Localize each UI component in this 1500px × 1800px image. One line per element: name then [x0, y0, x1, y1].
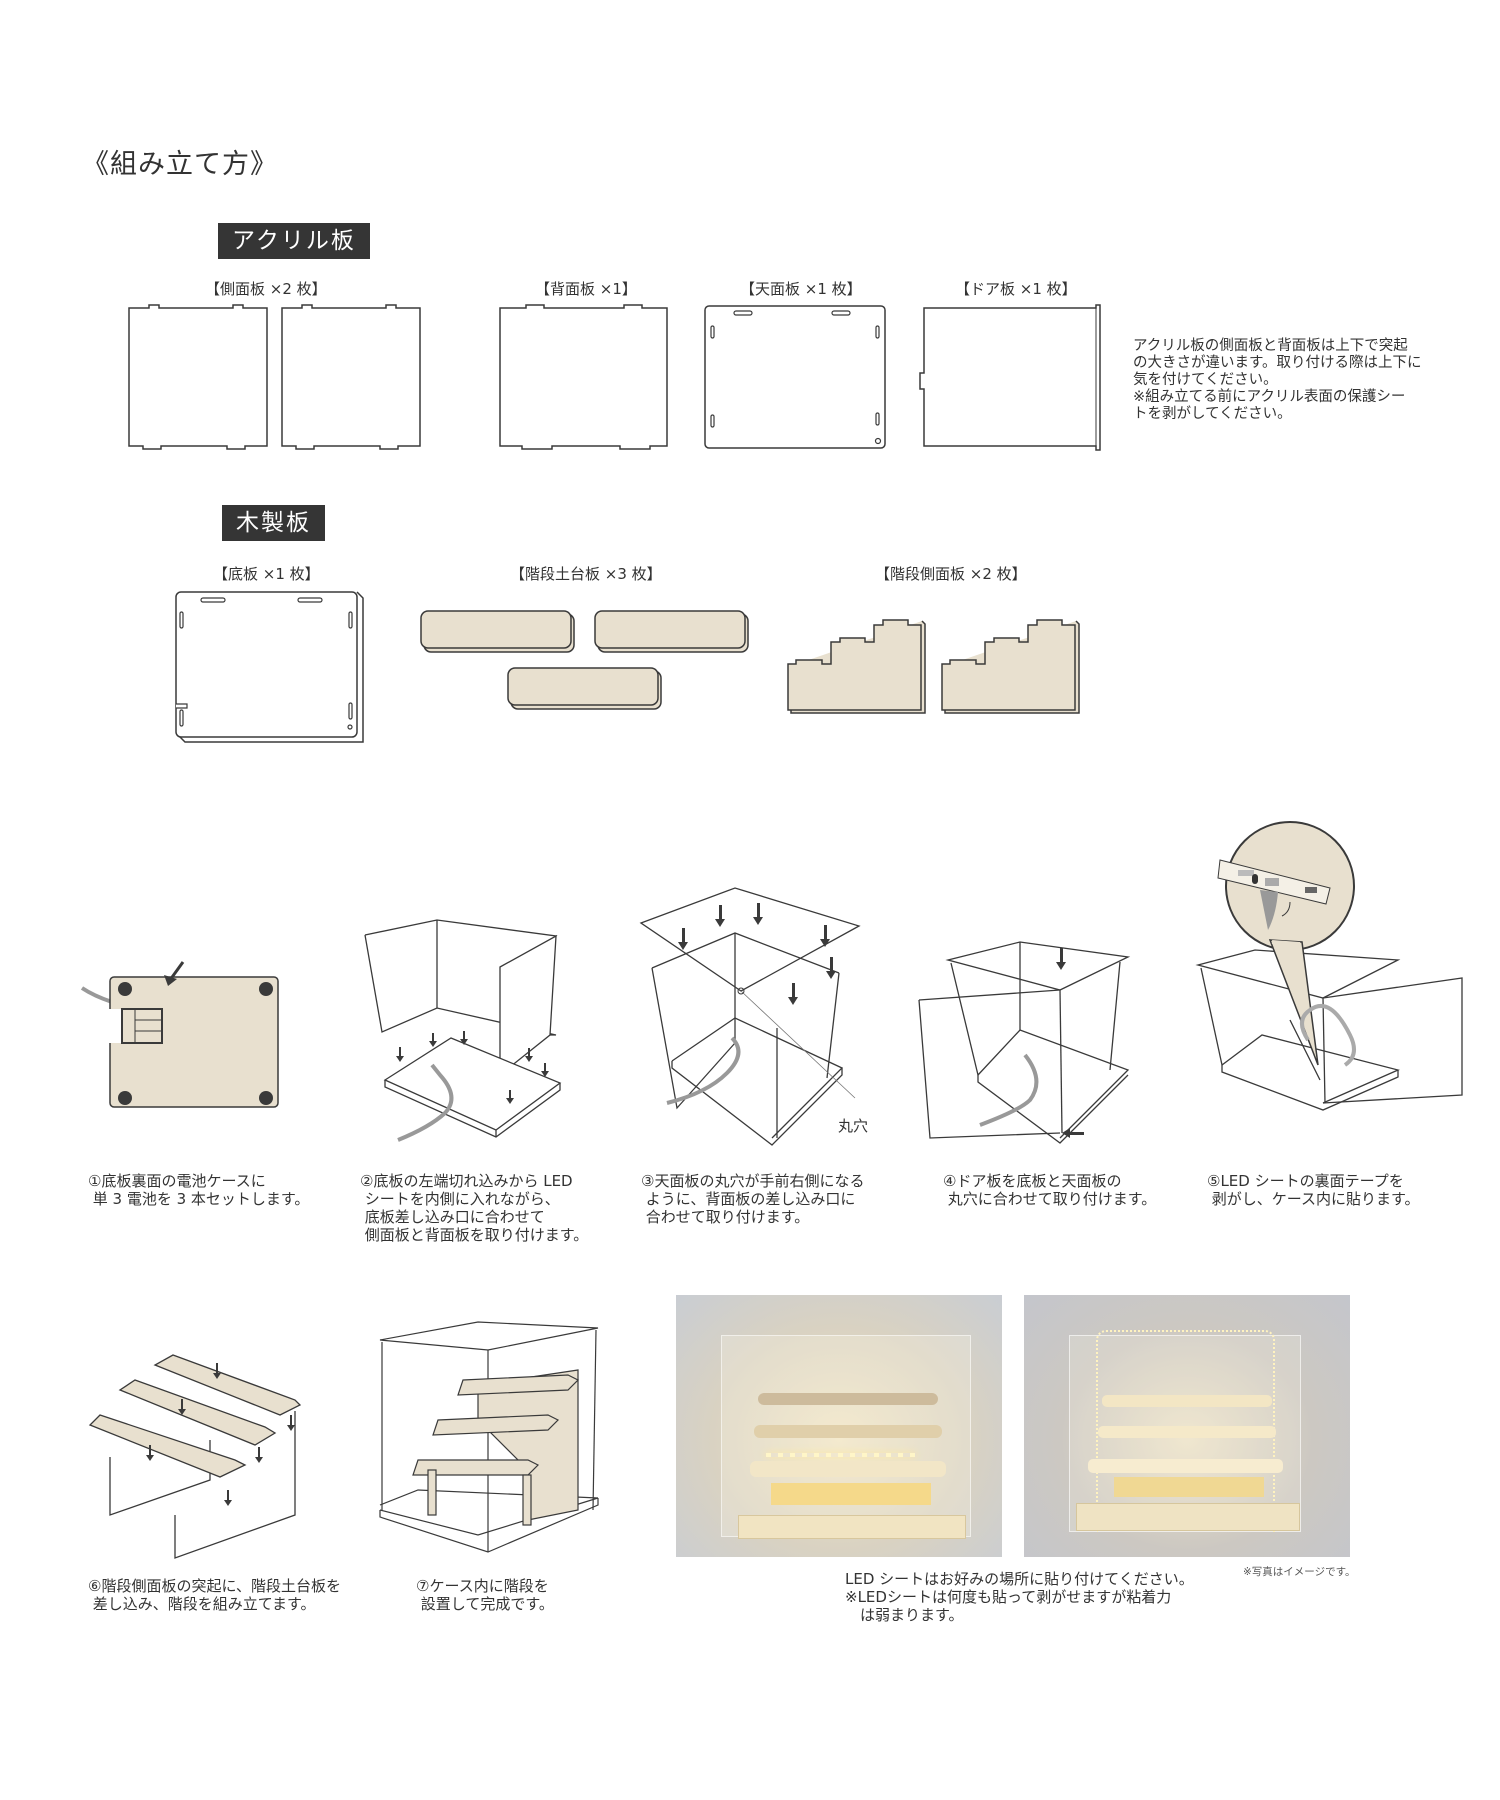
- photo-image-note: ※写真はイメージです。: [1243, 1566, 1356, 1578]
- step1-battery-case-illustration: [80, 961, 279, 1108]
- part-label-top-panel: 【天面板 ×1 枚】: [740, 280, 862, 298]
- stair-side-illustration-2: [941, 619, 1080, 714]
- acrylic-note-line: ※組み立てる前にアクリル表面の保護シー: [1133, 389, 1406, 405]
- acrylic-note-line: アクリル板の側面板と背面板は上下で突起: [1133, 338, 1408, 354]
- side-panel-illustration-1: [128, 304, 268, 450]
- side-panel-illustration-2: [281, 304, 421, 450]
- photo-led-case-2: [1024, 1295, 1350, 1557]
- step-2-text: ②底板の左端切れ込みから LED シートを内側に入れながら、 底板差し込み口に合…: [360, 1172, 588, 1244]
- photo-caption-line: LED シートはお好みの場所に貼り付けてください。: [845, 1570, 1194, 1588]
- wood-section-tag: 木製板: [222, 505, 325, 541]
- bottom-board-illustration: [175, 591, 364, 743]
- part-label-stair-side: 【階段側面板 ×2 枚】: [875, 565, 1027, 583]
- acrylic-note-line: トを剥がしてください。: [1133, 406, 1292, 422]
- photo-caption-line: ※LEDシートは何度も貼って剥がせますが粘着力: [845, 1588, 1172, 1606]
- acrylic-note: アクリル板の側面板と背面板は上下で突起 の大きさが違います。取り付ける際は上下に…: [1133, 338, 1463, 423]
- step-3-description: 天面板の丸穴が手前右側になる ように、背面板の差し込み口に 合わせて取り付けます…: [645, 1172, 865, 1226]
- step-7-number: ⑦: [416, 1577, 430, 1595]
- part-label-side-panel: 【側面板 ×2 枚】: [205, 280, 327, 298]
- door-panel-illustration: [919, 304, 1101, 451]
- step-1-text: ①底板裏面の電池ケースに 単 3 電池を 3 本セットします。: [88, 1172, 309, 1208]
- acrylic-section-tag: アクリル板: [218, 223, 370, 259]
- step-2-description: 底板の左端切れ込みから LED シートを内側に入れながら、 底板差し込み口に合わ…: [364, 1172, 589, 1244]
- step-7-description: ケース内に階段を 設置して完成です。: [420, 1577, 554, 1613]
- part-label-bottom-board: 【底板 ×1 枚】: [213, 565, 320, 583]
- top-panel-illustration: [704, 305, 886, 449]
- step-4-description: ドア板を底板と天面板の 丸穴に合わせて取り付けます。: [947, 1172, 1157, 1208]
- step-5-description: LED シートの裏面テープを 剥がし、ケース内に貼ります。: [1211, 1172, 1420, 1208]
- step-4-text: ④ドア板を底板と天面板の 丸穴に合わせて取り付けます。: [943, 1172, 1156, 1208]
- step2-side-back-panels-illustration: [364, 919, 562, 1142]
- step-1-description: 底板裏面の電池ケースに 単 3 電池を 3 本セットします。: [92, 1172, 310, 1208]
- step-1-number: ①: [88, 1172, 102, 1190]
- step-7-text: ⑦ケース内に階段を 設置して完成です。: [416, 1577, 554, 1613]
- step-5-text: ⑤LED シートの裏面テープを 剥がし、ケース内に貼ります。: [1207, 1172, 1420, 1208]
- step-6-text: ⑥階段側面板の突起に、階段土台板を 差し込み、階段を組み立てます。: [88, 1577, 341, 1613]
- step-6-number: ⑥: [88, 1577, 102, 1595]
- photo-caption-line: は弱まります。: [845, 1606, 964, 1624]
- page-title: 《組み立て方》: [82, 149, 278, 180]
- step-3-text: ③天面板の丸穴が手前右側になる ように、背面板の差し込み口に 合わせて取り付けま…: [641, 1172, 864, 1226]
- round-hole-callout: 丸穴: [838, 1117, 869, 1135]
- back-panel-illustration: [499, 304, 668, 450]
- part-label-door-panel: 【ドア板 ×1 枚】: [955, 280, 1077, 298]
- step-5-number: ⑤: [1207, 1172, 1221, 1190]
- step-2-number: ②: [360, 1172, 374, 1190]
- step3-top-panel-illustration: [639, 887, 861, 1146]
- photo-caption: LED シートはお好みの場所に貼り付けてください。 ※LEDシートは何度も貼って…: [845, 1570, 1194, 1624]
- part-label-stair-board: 【階段土台板 ×3 枚】: [510, 565, 662, 583]
- part-label-back-panel: 【背面板 ×1】: [535, 280, 637, 298]
- stair-board-illustration-3: [507, 667, 662, 710]
- step-4-number: ④: [943, 1172, 957, 1190]
- stair-side-illustration-1: [787, 619, 926, 714]
- step6-stairs-assembly-illustration: [88, 1354, 302, 1559]
- step5-led-sheet-illustration: [1195, 821, 1463, 1111]
- acrylic-note-line: 気を付けてください。: [1133, 372, 1278, 388]
- acrylic-note-line: の大きさが違います。取り付ける際は上下に: [1133, 355, 1422, 371]
- step-6-description: 階段側面板の突起に、階段土台板を 差し込み、階段を組み立てます。: [92, 1577, 342, 1613]
- photo-led-case-1: [676, 1295, 1002, 1557]
- step-3-number: ③: [641, 1172, 655, 1190]
- stair-board-illustration-1: [420, 610, 575, 653]
- step7-completed-case-illustration: [379, 1321, 599, 1553]
- step4-door-panel-illustration: [918, 941, 1131, 1144]
- stair-board-illustration-2: [594, 610, 749, 653]
